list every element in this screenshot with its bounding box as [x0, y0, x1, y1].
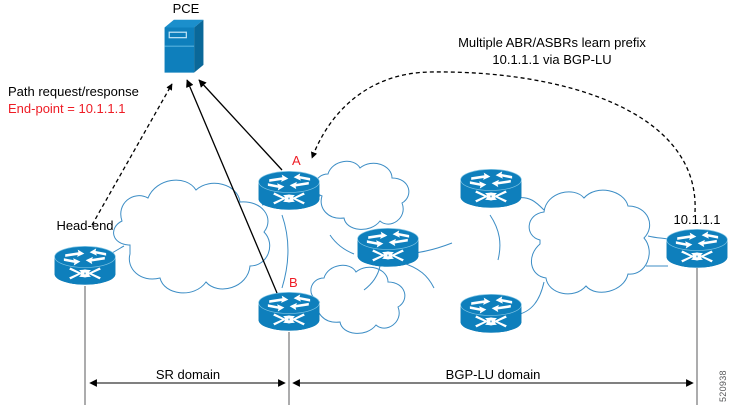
- bgp-lu-prefix-arc: [311, 71, 696, 213]
- router-core-center[interactable]: [357, 228, 419, 267]
- router-core-upper-right[interactable]: [460, 169, 522, 208]
- path-request-label-line1: Path request/response: [8, 84, 139, 99]
- bgplu-cloud-lower-left: [310, 264, 406, 334]
- router-a-label: A: [292, 153, 301, 168]
- sr-domain-cloud: [113, 179, 271, 294]
- router-head-end[interactable]: [54, 246, 116, 285]
- path-request-label-line2: End-point = 10.1.1.1: [8, 101, 125, 116]
- abr-asbr-label-line1: Multiple ABR/ASBRs learn prefix: [458, 35, 646, 50]
- link-head-end-to-pce: [91, 83, 173, 226]
- link-router-a-to-pce: [198, 79, 283, 171]
- router-core-lower-right[interactable]: [460, 294, 522, 333]
- router-b-label: B: [289, 275, 298, 290]
- bgplu-cloud-upper-left: [314, 160, 410, 230]
- prefix-label: 10.1.1.1: [674, 212, 721, 227]
- abr-asbr-label-line2: 10.1.1.1 via BGP-LU: [492, 52, 611, 67]
- pce-server[interactable]: [163, 19, 205, 74]
- router-prefix-10-1-1-1[interactable]: [666, 229, 728, 268]
- pce-label: PCE: [173, 1, 200, 16]
- router-a[interactable]: [258, 171, 320, 210]
- sr-domain-label: SR domain: [156, 367, 220, 382]
- bgplu-cloud-right: [528, 189, 650, 295]
- head-end-label: Head-end: [56, 218, 113, 233]
- figure-watermark: 520938: [718, 370, 728, 402]
- bgp-lu-domain-label: BGP-LU domain: [446, 367, 541, 382]
- router-b[interactable]: [258, 292, 320, 331]
- link-router-b-to-pce: [186, 79, 278, 294]
